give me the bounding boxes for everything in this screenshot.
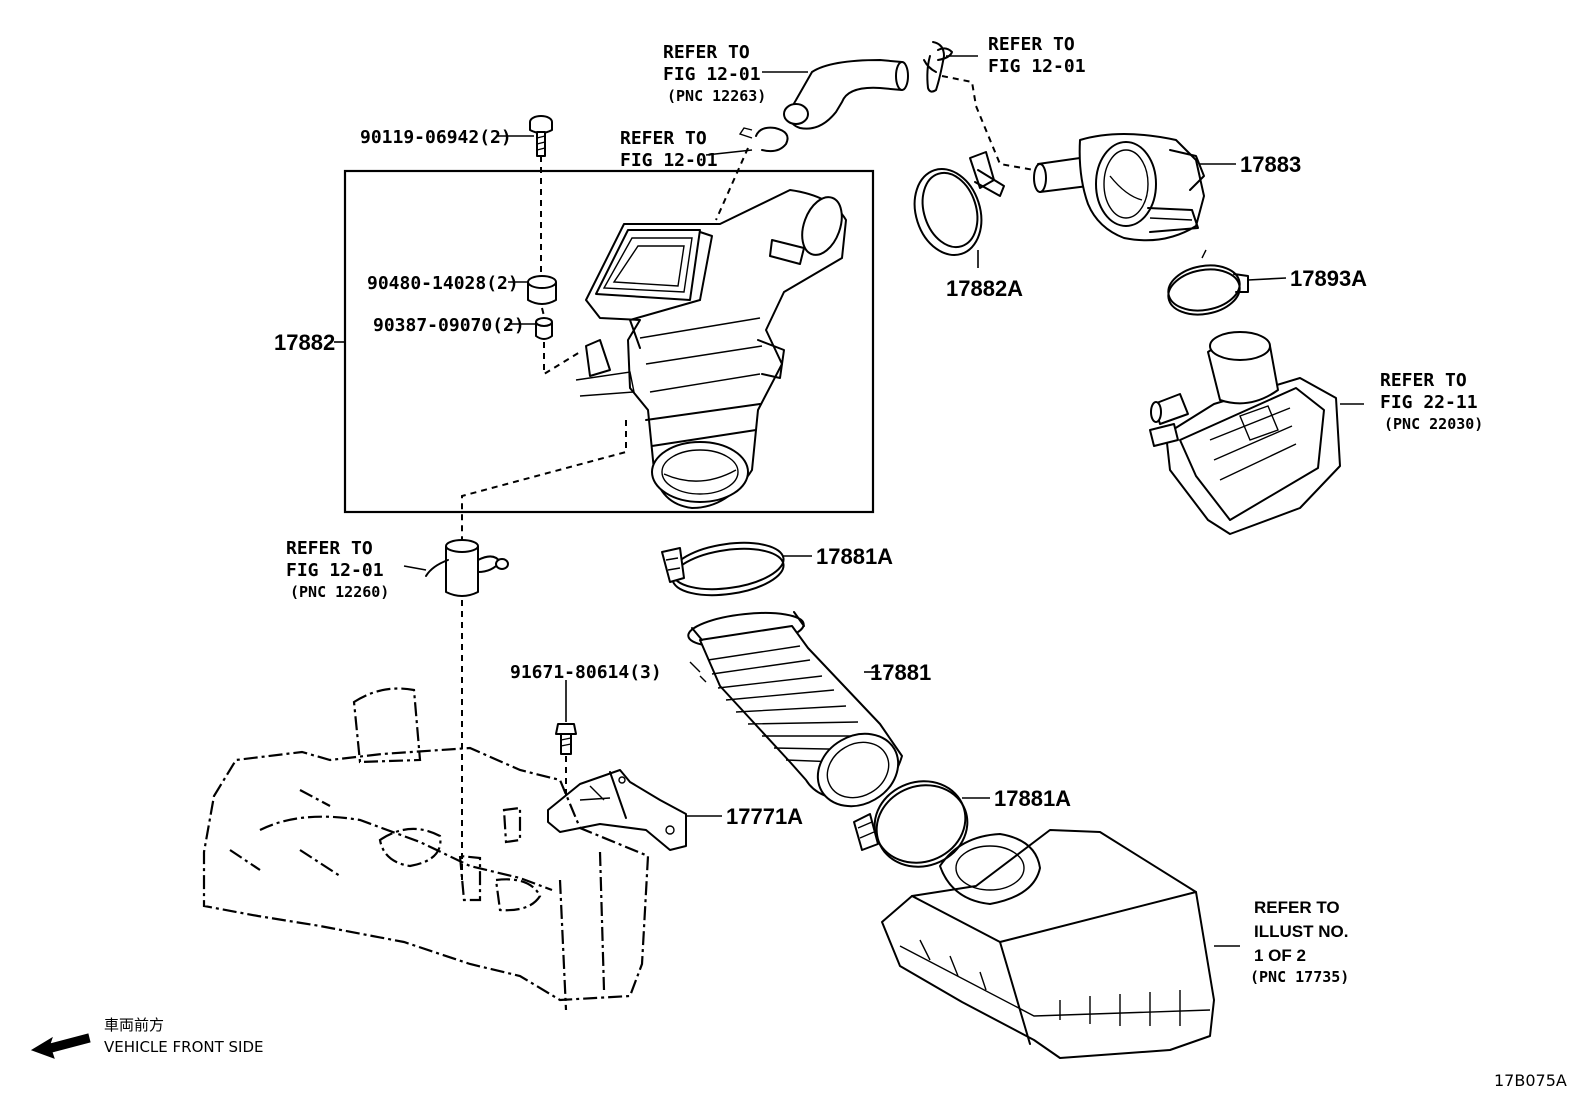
svg-text:REFER TO: REFER TO [988, 34, 1075, 55]
label-91671: 91671-80614(3) [510, 662, 662, 683]
svg-text:(PNC 12263): (PNC 12263) [667, 87, 766, 105]
vent-hose-12263 [738, 59, 909, 153]
air-cleaner-case-17735 [881, 829, 1215, 1059]
label-17893A: 17893A [1290, 266, 1367, 291]
bellows-hose-17881 [687, 611, 903, 808]
svg-text:FIG 22-11: FIG 22-11 [1380, 392, 1478, 413]
label-17883: 17883 [1240, 152, 1301, 177]
label-17881A-upper: 17881A [816, 544, 893, 569]
hose-clamp-17881A-upper [661, 541, 785, 597]
hose-clip-top-right [923, 41, 953, 93]
label-17882: 17882 [274, 330, 335, 355]
bolt-90119 [529, 115, 553, 157]
air-duct-17882 [575, 189, 847, 509]
engine-phantom-outline [202, 687, 650, 1011]
svg-text:(PNC 22030): (PNC 22030) [1384, 415, 1483, 433]
ref-label-22030: REFER TO FIG 22-11 (PNC 22030) [1380, 370, 1483, 433]
ref-label-12260: REFER TO FIG 12-01 (PNC 12260) [286, 538, 389, 601]
label-17881A-lower: 17881A [994, 786, 1071, 811]
label-90480: 90480-14028(2) [367, 273, 519, 294]
front-label-en: VEHICLE FRONT SIDE [104, 1038, 264, 1056]
svg-text:REFER TO: REFER TO [1254, 898, 1340, 917]
svg-text:FIG 12-01: FIG 12-01 [988, 56, 1086, 77]
hose-clamp-17882A [913, 151, 1005, 256]
hose-clamp-17881A-lower [853, 780, 969, 868]
vehicle-front-indicator: 車両前方 VEHICLE FRONT SIDE [30, 1016, 264, 1059]
svg-text:ILLUST NO.: ILLUST NO. [1254, 922, 1348, 941]
ref-label-fig12-01-b: REFER TO FIG 12-01 [620, 128, 718, 171]
svg-text:REFER TO: REFER TO [1380, 370, 1467, 391]
front-arrow-icon [30, 1033, 91, 1059]
svg-text:1 OF 2: 1 OF 2 [1254, 946, 1306, 965]
diagram-code: 17B075A [1494, 1071, 1567, 1090]
leader-lines [334, 55, 1364, 947]
front-label-jp: 車両前方 [104, 1016, 164, 1034]
hose-12260 [425, 539, 509, 597]
svg-text:FIG 12-01: FIG 12-01 [663, 64, 761, 85]
svg-text:FIG 12-01: FIG 12-01 [620, 150, 718, 171]
svg-text:(PNC 12260): (PNC 12260) [290, 583, 389, 601]
ref-label-17735: REFER TO ILLUST NO. 1 OF 2 (PNC 17735) [1250, 898, 1349, 986]
svg-text:REFER TO: REFER TO [663, 42, 750, 63]
throttle-body-17883 [1033, 133, 1205, 242]
label-17771A: 17771A [726, 804, 803, 829]
label-17881: 17881 [870, 660, 931, 685]
grommet-90387 [535, 317, 553, 340]
label-90119: 90119-06942(2) [360, 127, 512, 148]
ref-label-12263: REFER TO FIG 12-01 (PNC 12263) [663, 42, 766, 105]
hose-clamp-17893A [1167, 249, 1249, 316]
bracket-17771A [547, 769, 687, 851]
ref-label-fig12-01-c: REFER TO FIG 12-01 [988, 34, 1086, 77]
bolt-91671 [555, 723, 577, 755]
svg-text:REFER TO: REFER TO [620, 128, 707, 149]
svg-text:REFER TO: REFER TO [286, 538, 373, 559]
throttle-body-assembly-22030 [1149, 331, 1341, 535]
connection-lines [461, 75, 1035, 880]
collar-90480 [527, 275, 557, 305]
svg-text:FIG 12-01: FIG 12-01 [286, 560, 384, 581]
label-17882A: 17882A [946, 276, 1023, 301]
label-90387: 90387-09070(2) [373, 315, 525, 336]
svg-text:(PNC 17735): (PNC 17735) [1250, 968, 1349, 986]
